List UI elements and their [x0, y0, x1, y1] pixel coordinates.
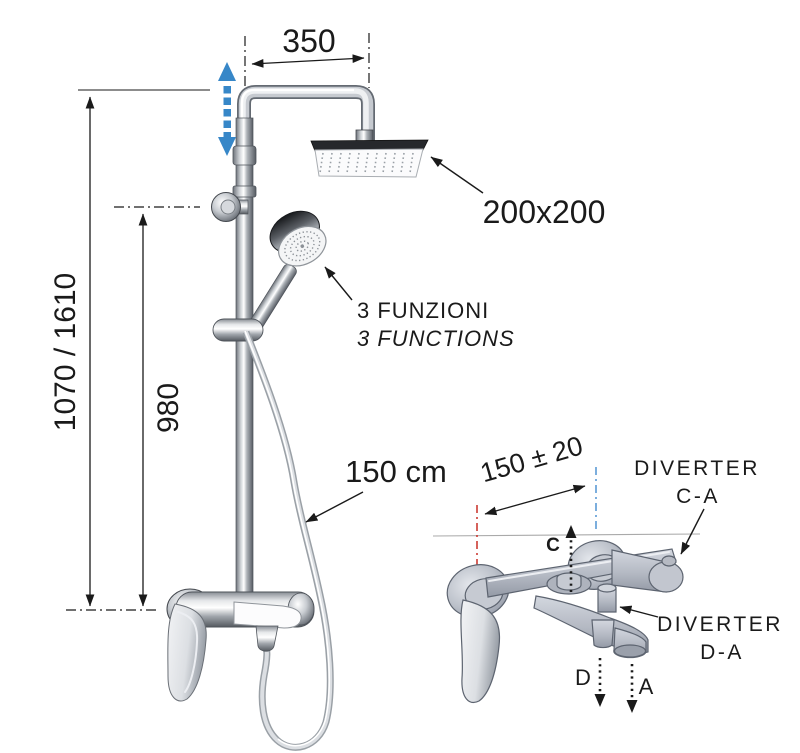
- adjust-arrow-dot: [223, 86, 231, 94]
- adjust-arrow-dot: [223, 120, 231, 128]
- dimension-line-inlet-spacing: [484, 484, 586, 516]
- mixer-lever-handle: [167, 603, 207, 702]
- hose-mid: [244, 331, 333, 750]
- rain-shower-head: [310, 129, 429, 178]
- slider-holder: [212, 318, 264, 342]
- adjust-arrow-dot: [223, 97, 231, 105]
- functions-label-it: 3 FUNZIONI: [357, 298, 489, 323]
- dimension-line-350: [251, 54, 365, 68]
- leader-head-size: [430, 156, 484, 194]
- detail-diverter-da-top: [597, 583, 617, 593]
- leader-hose: [305, 491, 364, 523]
- inlet-spacing-dimension: 150 ± 20: [477, 430, 586, 488]
- mixer-hose-outlet: [255, 625, 279, 652]
- head-size-label: 200x200: [483, 194, 606, 230]
- hand-shower: [212, 210, 327, 342]
- shower-arm-tube: [237, 85, 375, 141]
- wall-bracket: [211, 192, 249, 222]
- column-height-dimension: 980: [152, 383, 185, 433]
- shower-arm-tube-highlight: [240, 88, 354, 140]
- shower-hose: [242, 330, 334, 751]
- mixer-detail-drawing: 150 ± 20 C D A: [432, 430, 783, 713]
- column-joint-sleeve: [232, 145, 257, 166]
- detail-wall-line: [432, 533, 701, 537]
- shower-arm: [237, 85, 375, 141]
- functions-label-en: 3 FUNCTIONS: [357, 326, 515, 351]
- hand-shower-head: [269, 210, 327, 267]
- mixer-lever-highlight: [177, 611, 199, 693]
- hose-highlight: [244, 330, 331, 747]
- adjust-arrow-dot: [223, 132, 231, 140]
- diverter-da-label-line1: DIVERTER: [657, 613, 783, 636]
- diverter-da-label-line2: D-A: [700, 641, 744, 664]
- detail-diverter-ca-knob: [661, 555, 677, 567]
- head-spray-face: [314, 148, 424, 178]
- port-a-label: A: [639, 674, 654, 699]
- column-riser: [232, 117, 257, 597]
- overall-height-dimension: 1070 / 1610: [49, 273, 82, 431]
- diverter-ca-label-line2: C-A: [676, 485, 720, 508]
- mixer-spout: [233, 601, 302, 629]
- dimension-annotations: 350 1070 / 1610 980 200x200 3 FUNZIONI 3…: [49, 23, 606, 611]
- adjust-arrow-dot: [223, 109, 231, 117]
- detail-outlet-a-face: [613, 644, 647, 658]
- column-collar: [232, 185, 257, 198]
- hose-outer: [242, 330, 334, 751]
- hand-shower-center-nozzle: [300, 244, 305, 248]
- detail-fixture: [446, 540, 684, 703]
- detail-right-valve-face: [648, 561, 684, 593]
- shower-arm-tube-mid: [238, 86, 374, 141]
- leader-diverter-ca: [680, 508, 705, 555]
- detail-outlet-d: [591, 619, 615, 649]
- height-adjust-arrow: [218, 62, 236, 156]
- leader-hand-shower: [324, 266, 353, 301]
- detail-lever-handle: [460, 599, 501, 703]
- diverter-ca-label-line1: DIVERTER: [634, 457, 760, 480]
- hose-length-label: 150 cm: [345, 454, 447, 489]
- port-c-label: C: [546, 535, 560, 556]
- leader-diverter-da: [619, 605, 659, 618]
- arm-width-dimension: 350: [282, 23, 335, 59]
- wall-bracket-hub: [220, 199, 236, 215]
- adjust-arrow-up: [218, 62, 236, 81]
- adjust-arrow-down: [218, 137, 236, 156]
- wall-mixer: [166, 588, 315, 702]
- port-d-label: D: [575, 665, 591, 690]
- main-shower-column-drawing: [166, 85, 429, 751]
- head-nozzle-rows: [319, 152, 414, 174]
- detail-port-c-fitting: [556, 572, 582, 591]
